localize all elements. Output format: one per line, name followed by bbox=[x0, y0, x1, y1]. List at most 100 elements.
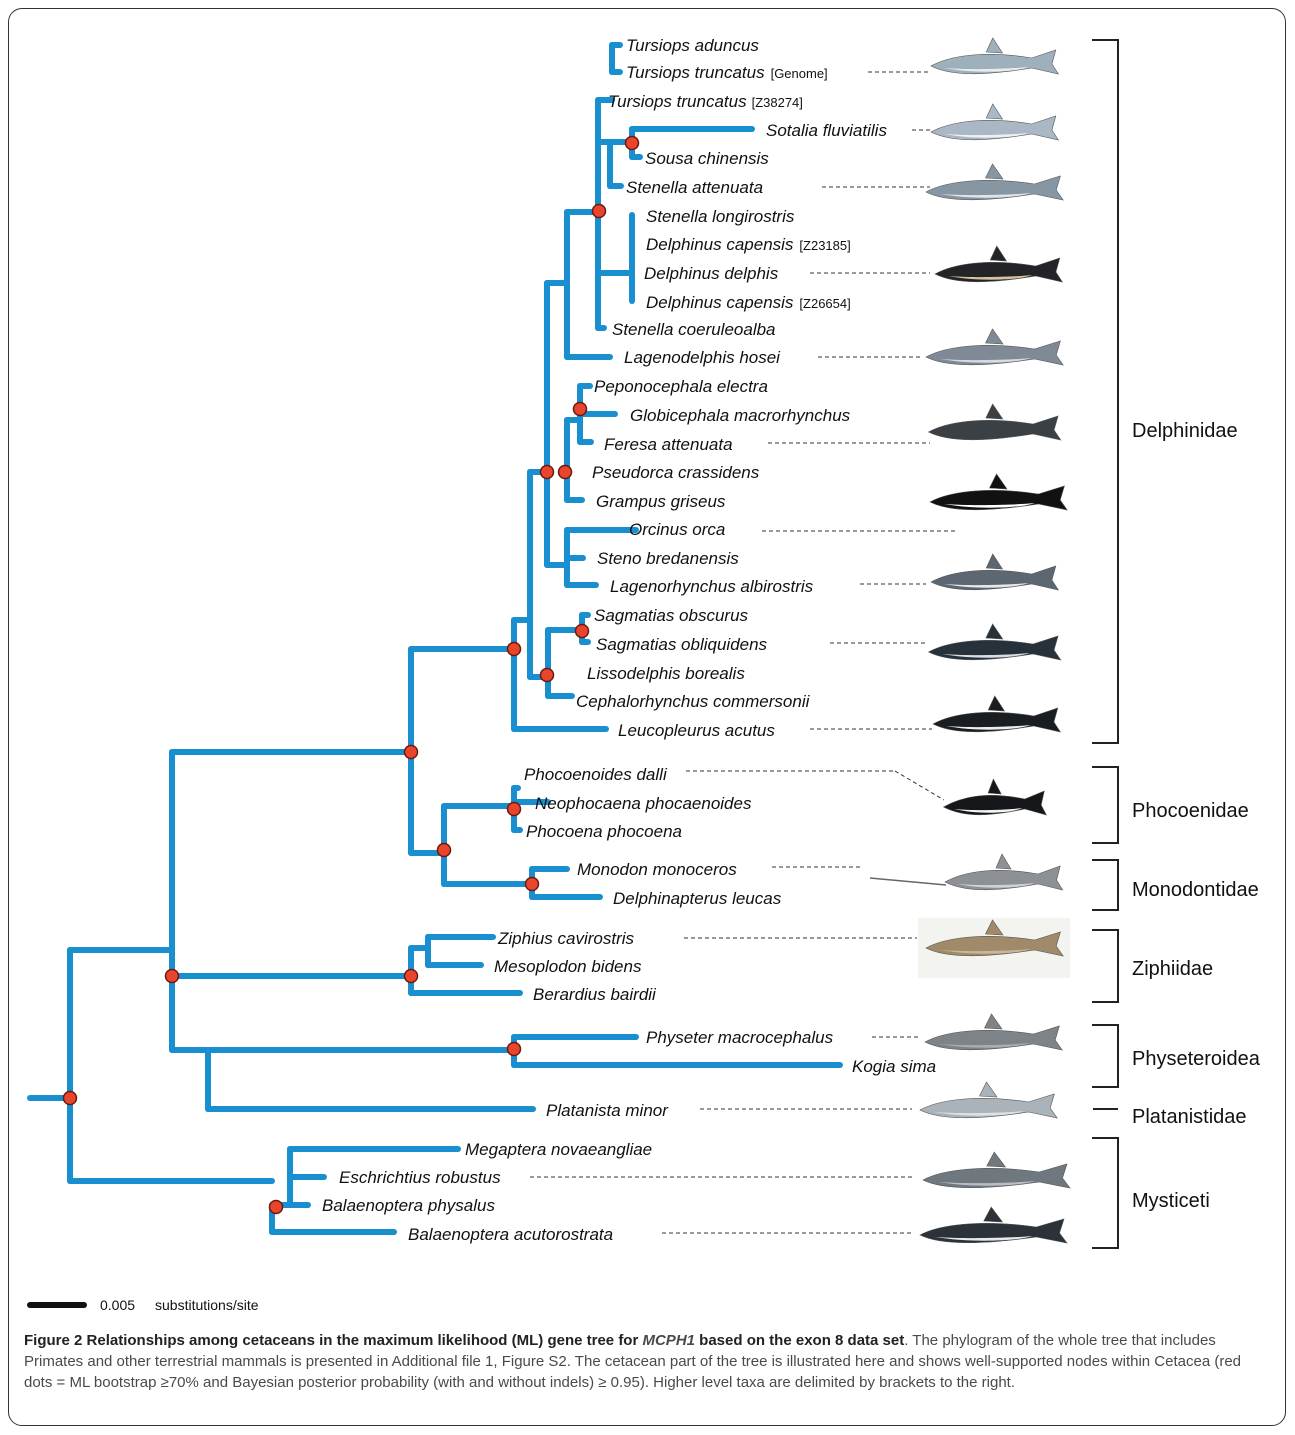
taxon-name: Lagenorhynchus albirostris bbox=[610, 577, 814, 596]
taxon-label: Delphinus capensis [Z23185] bbox=[646, 235, 851, 254]
support-node bbox=[508, 803, 521, 816]
eschrichtius-illustration bbox=[923, 1152, 1070, 1188]
leader-line bbox=[895, 771, 944, 800]
taxon-label: Steno bredanensis bbox=[597, 549, 739, 568]
support-node bbox=[64, 1092, 77, 1105]
clade-bracket bbox=[1092, 860, 1118, 910]
taxon-label: Platanista minor bbox=[546, 1101, 669, 1120]
taxon-name: Pseudorca crassidens bbox=[592, 463, 760, 482]
taxon-label: Lagenodelphis hosei bbox=[624, 348, 781, 367]
taxon-name: Delphinapterus leucas bbox=[613, 889, 782, 908]
narwhal-tusk bbox=[870, 878, 946, 885]
taxon-label: Lagenorhynchus albirostris bbox=[610, 577, 814, 596]
support-node bbox=[508, 1043, 521, 1056]
specimen-tag: [Z26654] bbox=[799, 296, 850, 311]
family-label: Mysticeti bbox=[1132, 1190, 1210, 1212]
taxon-label: Sotalia fluviatilis bbox=[766, 121, 887, 140]
taxon-name: Cephalorhynchus commersonii bbox=[576, 692, 811, 711]
taxon-name: Kogia sima bbox=[852, 1057, 936, 1076]
taxon-label: Feresa attenuata bbox=[604, 435, 733, 454]
gene-name: MCPH1 bbox=[642, 1332, 695, 1349]
taxon-label: Globicephala macrorhynchus bbox=[630, 406, 851, 425]
taxon-label: Delphinapterus leucas bbox=[613, 889, 782, 908]
figure-caption: Figure 2 Relationships among cetaceans i… bbox=[24, 1330, 1272, 1393]
taxon-name: Tursiops truncatus bbox=[626, 63, 765, 82]
taxon-name: Sagmatias obscurus bbox=[594, 606, 749, 625]
taxon-label: Stenella longirostris bbox=[646, 207, 795, 226]
taxon-name: Orcinus orca bbox=[629, 520, 725, 539]
figure-title-start: Relationships among cetaceans in the max… bbox=[87, 1332, 639, 1349]
taxon-label: Stenella coeruleoalba bbox=[612, 320, 776, 339]
taxon-label: Tursiops truncatus [Z38274] bbox=[608, 92, 803, 111]
taxon-label: Lissodelphis borealis bbox=[587, 664, 745, 683]
taxon-name: Tursiops truncatus bbox=[608, 92, 747, 111]
taxon-label: Berardius bairdii bbox=[533, 985, 657, 1004]
balaenoptera-illustration bbox=[920, 1207, 1067, 1243]
family-label: Ziphiidae bbox=[1132, 958, 1213, 980]
taxon-name: Stenella attenuata bbox=[626, 178, 763, 197]
support-node bbox=[270, 1201, 283, 1214]
feresa-illustration bbox=[929, 404, 1061, 440]
clade-bracket bbox=[1092, 40, 1118, 743]
taxon-label: Megaptera novaeangliae bbox=[465, 1140, 652, 1159]
taxon-label: Delphinus capensis [Z26654] bbox=[646, 293, 851, 312]
taxon-name: Tursiops aduncus bbox=[626, 36, 759, 55]
support-node bbox=[593, 205, 606, 218]
support-node bbox=[405, 746, 418, 759]
taxon-name: Stenella coeruleoalba bbox=[612, 320, 776, 339]
support-node bbox=[576, 625, 589, 638]
support-node bbox=[405, 970, 418, 983]
figure-title-end: based on the exon 8 data set bbox=[699, 1332, 904, 1349]
family-label: Platanistidae bbox=[1132, 1106, 1247, 1128]
taxon-name: Platanista minor bbox=[546, 1101, 669, 1120]
taxon-name: Delphinus capensis bbox=[646, 293, 794, 312]
taxon-name: Grampus griseus bbox=[596, 492, 726, 511]
taxon-name: Balaenoptera physalus bbox=[322, 1196, 495, 1215]
taxon-label: Physeter macrocephalus bbox=[646, 1028, 834, 1047]
specimen-tag: [Genome] bbox=[771, 66, 828, 81]
taxon-name: Delphinus capensis bbox=[646, 235, 794, 254]
physeter-illustration bbox=[925, 1014, 1062, 1050]
taxon-name: Mesoplodon bidens bbox=[494, 957, 642, 976]
taxon-label: Peponocephala electra bbox=[594, 377, 768, 396]
taxon-name: Physeter macrocephalus bbox=[646, 1028, 834, 1047]
taxon-label: Tursiops aduncus bbox=[626, 36, 759, 55]
lagenorhynchus-illustration bbox=[931, 554, 1058, 590]
taxon-name: Lissodelphis borealis bbox=[587, 664, 745, 683]
specimen-tag: [Z23185] bbox=[799, 238, 850, 253]
taxon-name: Leucopleurus acutus bbox=[618, 721, 775, 740]
scale-bar-value: 0.005 bbox=[100, 1297, 135, 1313]
taxon-label: Grampus griseus bbox=[596, 492, 726, 511]
taxon-name: Feresa attenuata bbox=[604, 435, 733, 454]
taxon-label: Cephalorhynchus commersonii bbox=[576, 692, 811, 711]
support-node bbox=[438, 844, 451, 857]
taxon-name: Peponocephala electra bbox=[594, 377, 768, 396]
taxon-name: Sousa chinensis bbox=[645, 149, 769, 168]
taxon-name: Monodon monoceros bbox=[577, 860, 737, 879]
taxon-label: Balaenoptera physalus bbox=[322, 1196, 495, 1215]
platanista-illustration bbox=[920, 1082, 1057, 1118]
specimen-tag: [Z38274] bbox=[752, 95, 803, 110]
family-label: Phocoenidae bbox=[1132, 800, 1249, 822]
delphinus-illustration bbox=[935, 246, 1062, 282]
taxon-label: Ziphius cavirostris bbox=[497, 929, 635, 948]
sagmatias-illustration bbox=[929, 624, 1061, 660]
taxon-name: Stenella longirostris bbox=[646, 207, 795, 226]
taxon-label: Orcinus orca bbox=[629, 520, 725, 539]
support-node bbox=[574, 403, 587, 416]
taxon-label: Leucopleurus acutus bbox=[618, 721, 775, 740]
taxon-label: Balaenoptera acutorostrata bbox=[408, 1225, 613, 1244]
taxon-name: Globicephala macrorhynchus bbox=[630, 406, 851, 425]
taxon-name: Phocoenoides dalli bbox=[524, 765, 668, 784]
leucopleurus-illustration bbox=[933, 696, 1060, 732]
taxon-label: Kogia sima bbox=[852, 1057, 936, 1076]
taxon-label: Tursiops truncatus [Genome] bbox=[626, 63, 828, 82]
clade-bracket bbox=[1092, 1138, 1118, 1248]
support-node bbox=[559, 466, 572, 479]
taxon-name: Steno bredanensis bbox=[597, 549, 739, 568]
monodon-illustration bbox=[945, 854, 1063, 890]
taxon-name: Phocoena phocoena bbox=[526, 822, 682, 841]
taxon-label: Sagmatias obscurus bbox=[594, 606, 749, 625]
taxon-name: Eschrichtius robustus bbox=[339, 1168, 501, 1187]
